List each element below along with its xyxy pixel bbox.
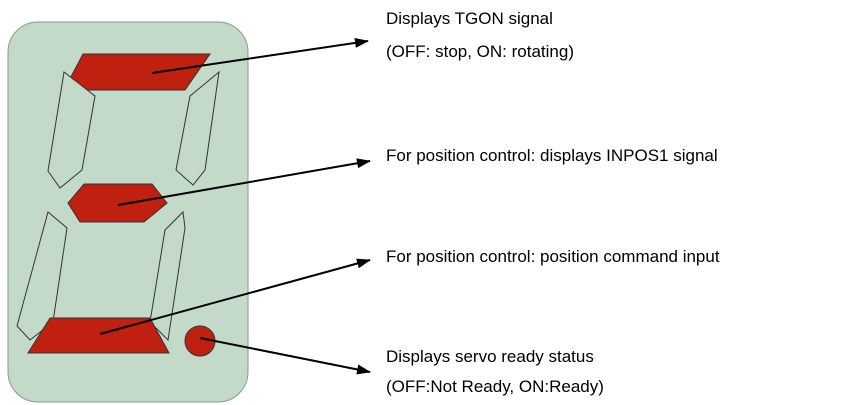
label-servo-ready-detail: (OFF:Not Ready, ON:Ready) [386, 377, 604, 396]
segment-d-bottom [27, 317, 170, 354]
segment-f-upper-left [47, 71, 96, 189]
segment-a-top [63, 53, 211, 91]
label-tgon-title: Displays TGON signal [386, 9, 553, 28]
label-tgon-detail: (OFF: stop, ON: rotating) [386, 42, 574, 61]
label-position-command: For position control: position command i… [386, 247, 720, 266]
callout-arrow-servo-ready [199, 337, 371, 375]
label-inpos1: For position control: displays INPOS1 si… [386, 146, 718, 165]
segment-g-middle [67, 183, 168, 223]
segment-b-upper-right [175, 70, 220, 186]
callout-arrow-inpos1 [117, 158, 371, 206]
callout-arrow-tgon [151, 37, 369, 74]
callout-arrow-position-command [99, 258, 371, 335]
segment-c-lower-right [149, 210, 186, 342]
label-servo-ready-title: Displays servo ready status [386, 347, 594, 366]
